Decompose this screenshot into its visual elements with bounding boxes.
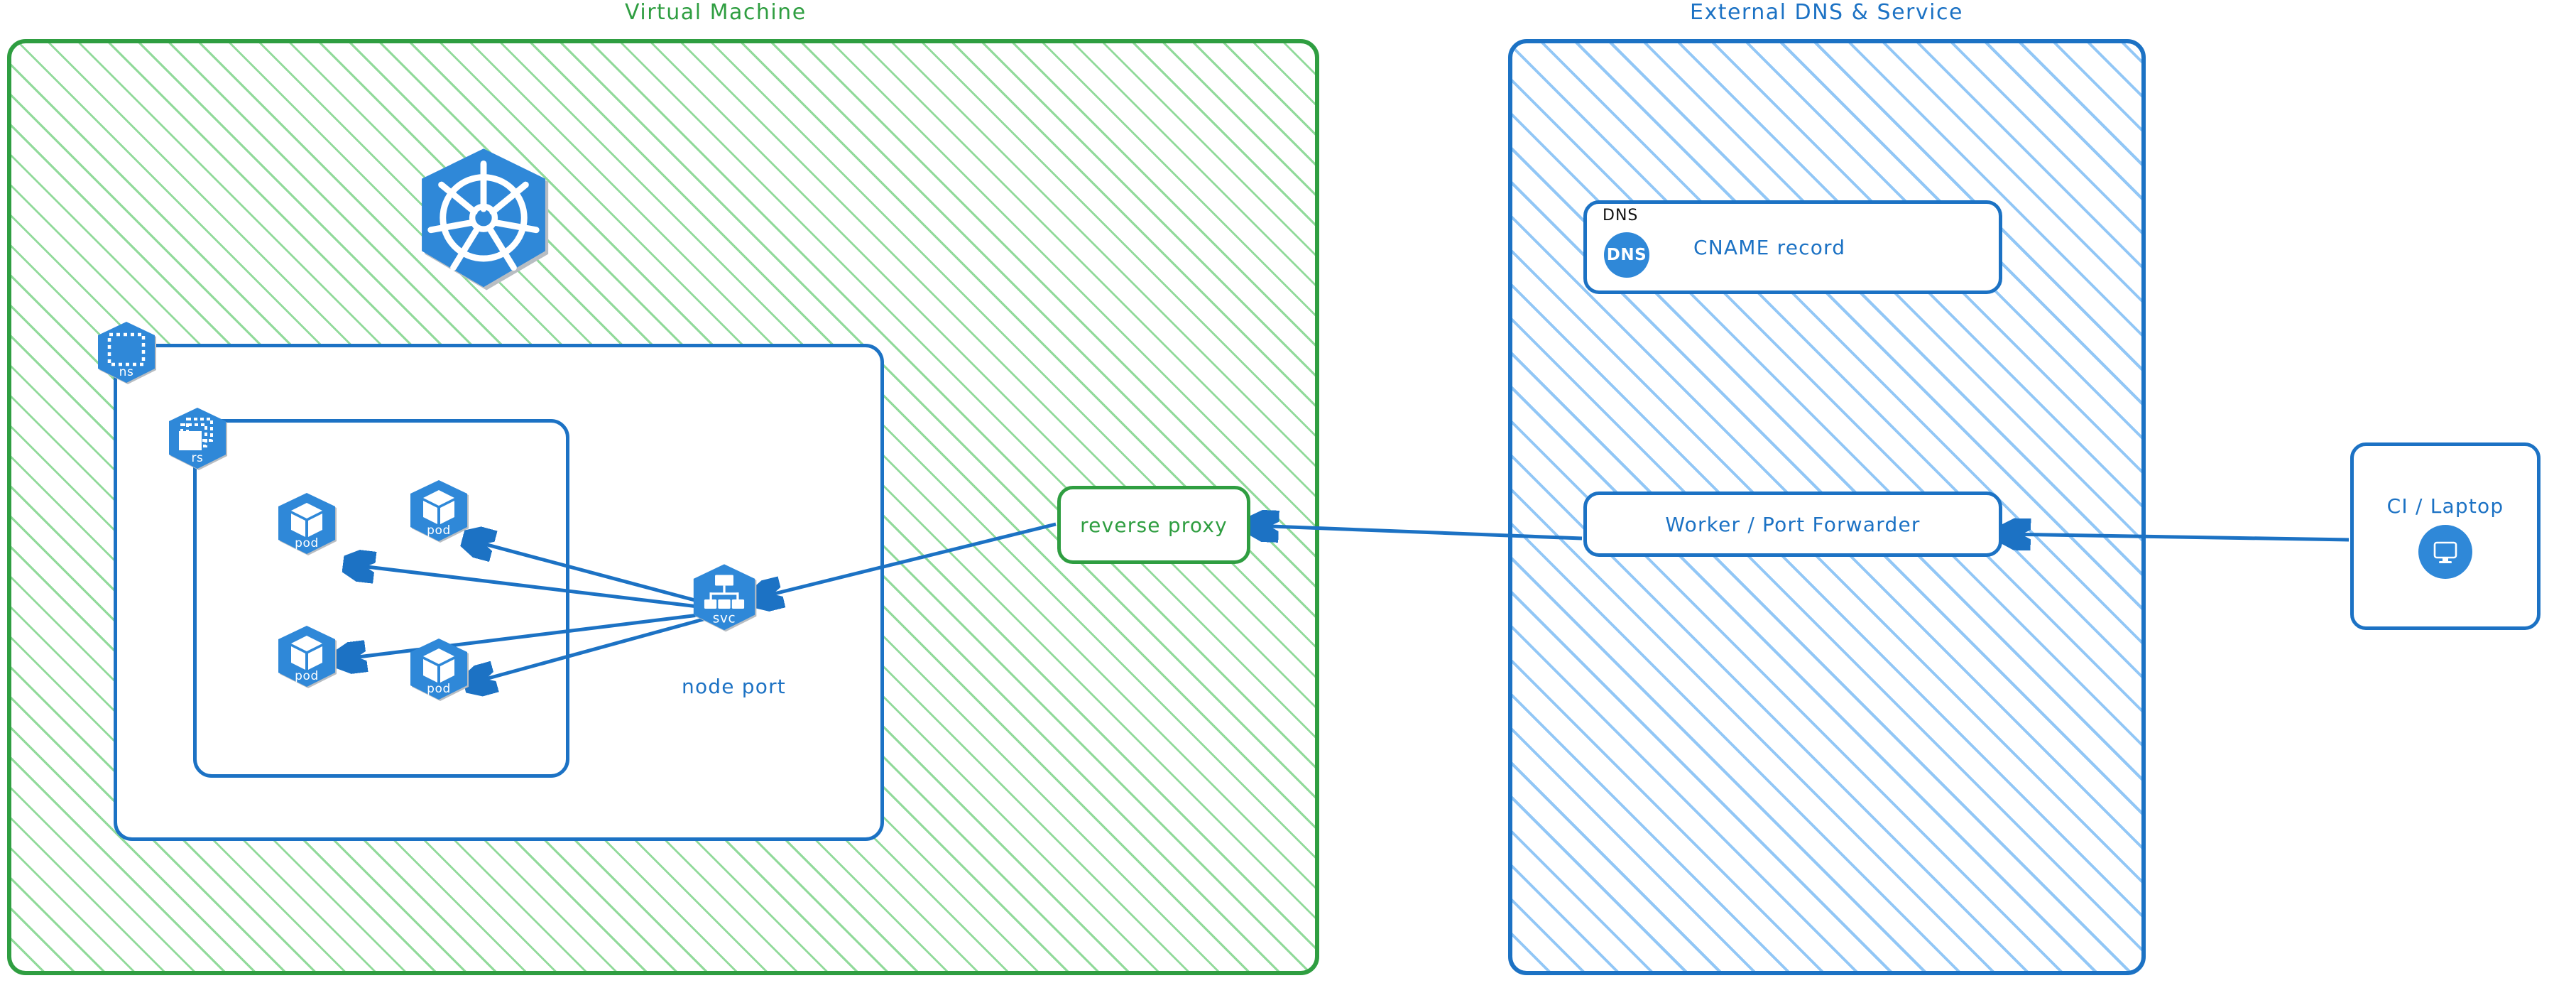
ci-laptop-label: CI / Laptop	[2386, 494, 2504, 518]
dns-record-box[interactable]: DNS DNS CNAME record	[1583, 200, 2002, 294]
k8s-replicaset-caption: rs	[191, 451, 203, 465]
group-virtual-machine-title: Virtual Machine	[625, 0, 807, 25]
node-port-label: node port	[682, 675, 786, 698]
k8s-service-caption: svc	[713, 611, 736, 626]
k8s-pod-caption-4: pod	[427, 682, 451, 696]
reverse-proxy-box[interactable]: reverse proxy	[1057, 486, 1250, 564]
worker-port-forwarder-label: Worker / Port Forwarder	[1665, 512, 1921, 536]
k8s-replicaset-icon: rs	[169, 408, 227, 470]
replicaset-boundary-box	[193, 419, 569, 778]
dns-corner-tag: DNS	[1603, 207, 1639, 224]
worker-port-forwarder-box[interactable]: Worker / Port Forwarder	[1583, 492, 2002, 557]
k8s-pod-icon-1: pod	[278, 493, 337, 555]
cname-record-label: CNAME record	[1693, 235, 1846, 259]
k8s-pod-caption-1: pod	[295, 536, 319, 550]
desktop-monitor-icon	[2418, 524, 2472, 579]
k8s-pod-caption-2: pod	[427, 523, 451, 538]
k8s-namespace-icon: ns	[98, 322, 156, 384]
k8s-pod-icon-3: pod	[278, 626, 337, 688]
k8s-pod-icon-4: pod	[410, 639, 469, 701]
k8s-pod-icon-2: pod	[410, 480, 469, 543]
k8s-namespace-caption: ns	[119, 365, 134, 379]
k8s-pod-caption-3: pod	[295, 669, 319, 683]
group-external-dns-service-title: External DNS & Service	[1690, 0, 1963, 25]
dns-badge-icon: DNS	[1604, 232, 1649, 278]
k8s-service-icon: svc	[693, 564, 757, 632]
kubernetes-logo-icon	[422, 148, 549, 290]
reverse-proxy-label: reverse proxy	[1080, 513, 1228, 537]
ci-laptop-box[interactable]: CI / Laptop	[2350, 442, 2540, 630]
